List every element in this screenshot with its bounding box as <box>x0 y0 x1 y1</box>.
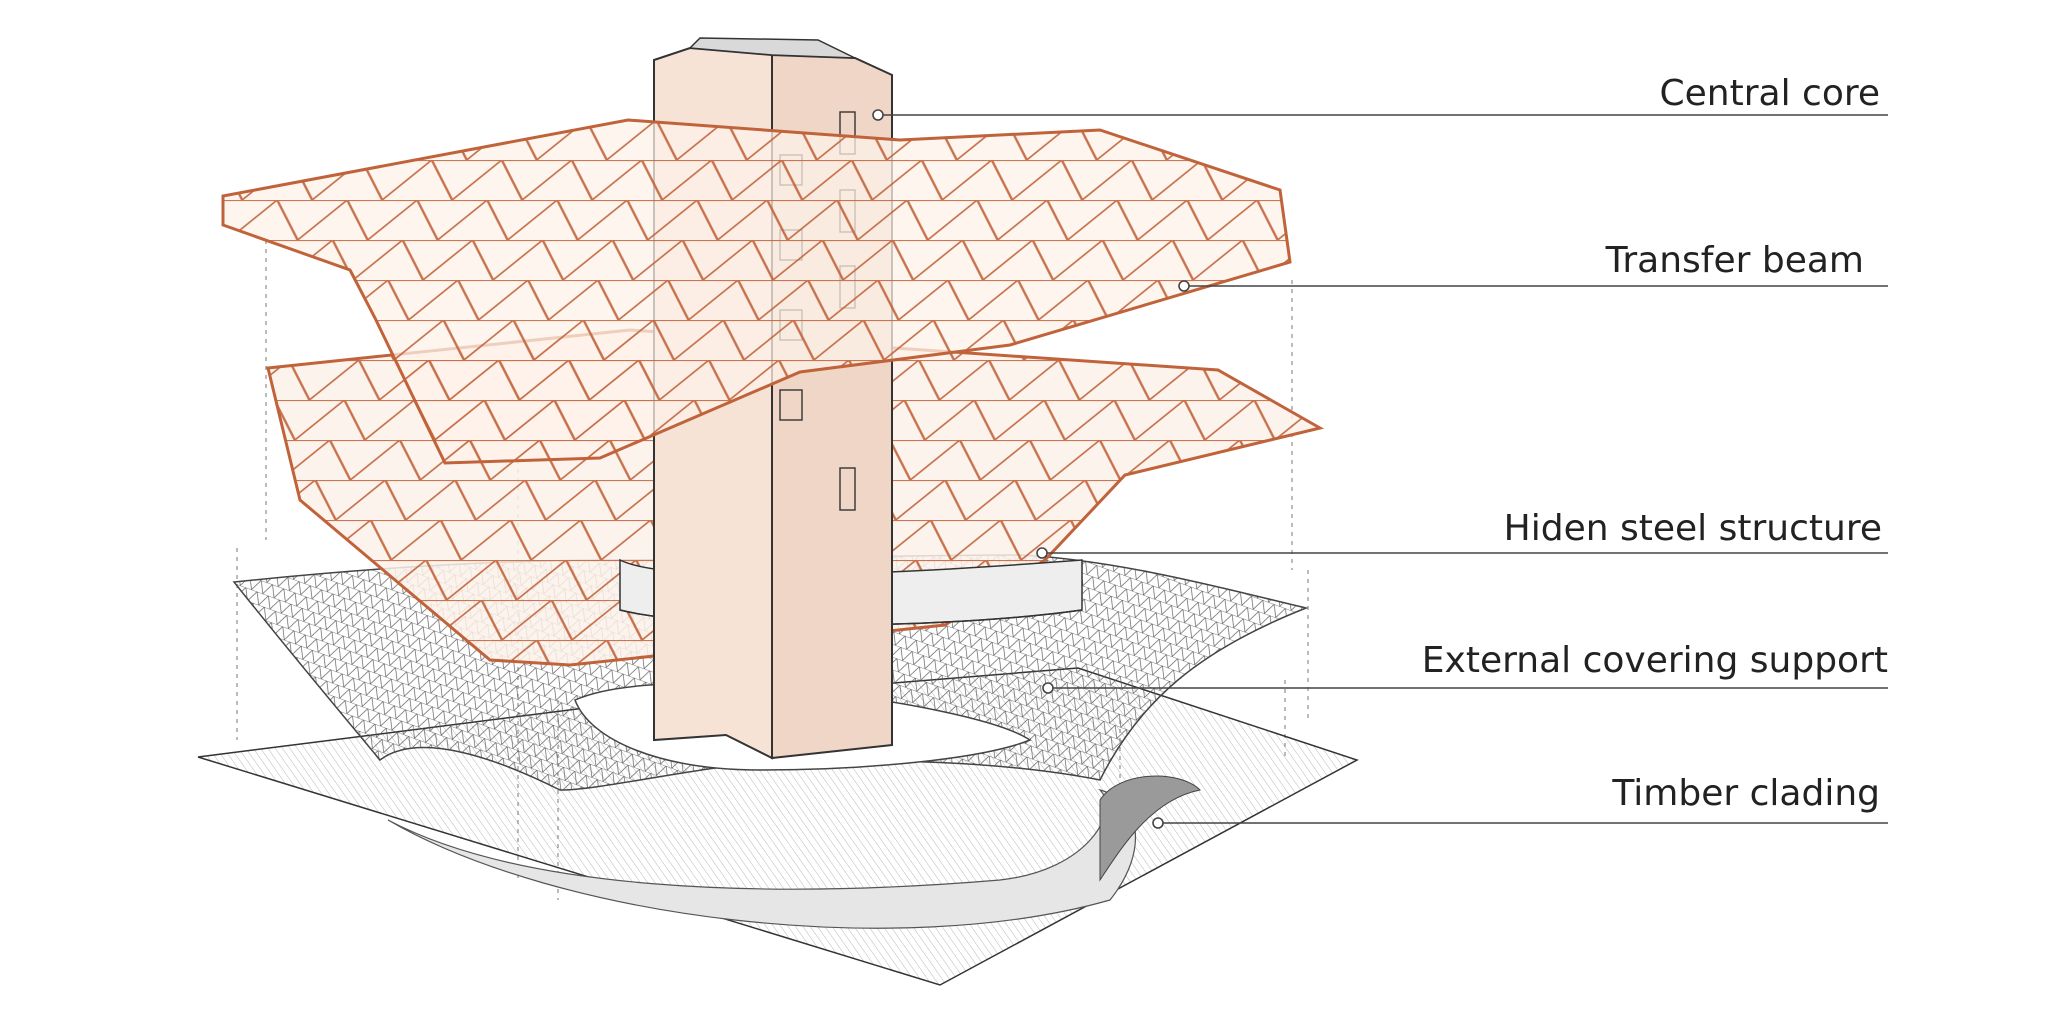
dot-central-core <box>872 109 884 121</box>
dot-timber-cladding <box>1152 817 1164 829</box>
label-external-covering-support: External covering support <box>1422 640 1888 681</box>
transfer-beam-layer <box>221 118 1292 465</box>
dot-transfer-beam <box>1178 280 1190 292</box>
label-transfer-beam: Transfer beam <box>1605 240 1864 281</box>
label-central-core: Central core <box>1660 73 1881 114</box>
dot-hidden-steel <box>1036 547 1048 559</box>
labels: Central core Transfer beam Hiden steel s… <box>1422 73 1888 814</box>
label-hidden-steel-structure: Hiden steel structure <box>1504 508 1882 549</box>
dot-external-support <box>1042 682 1054 694</box>
leader-dots <box>872 109 1190 829</box>
label-timber-cladding: Timber clading <box>1611 773 1880 814</box>
leader-lines <box>878 114 1888 824</box>
